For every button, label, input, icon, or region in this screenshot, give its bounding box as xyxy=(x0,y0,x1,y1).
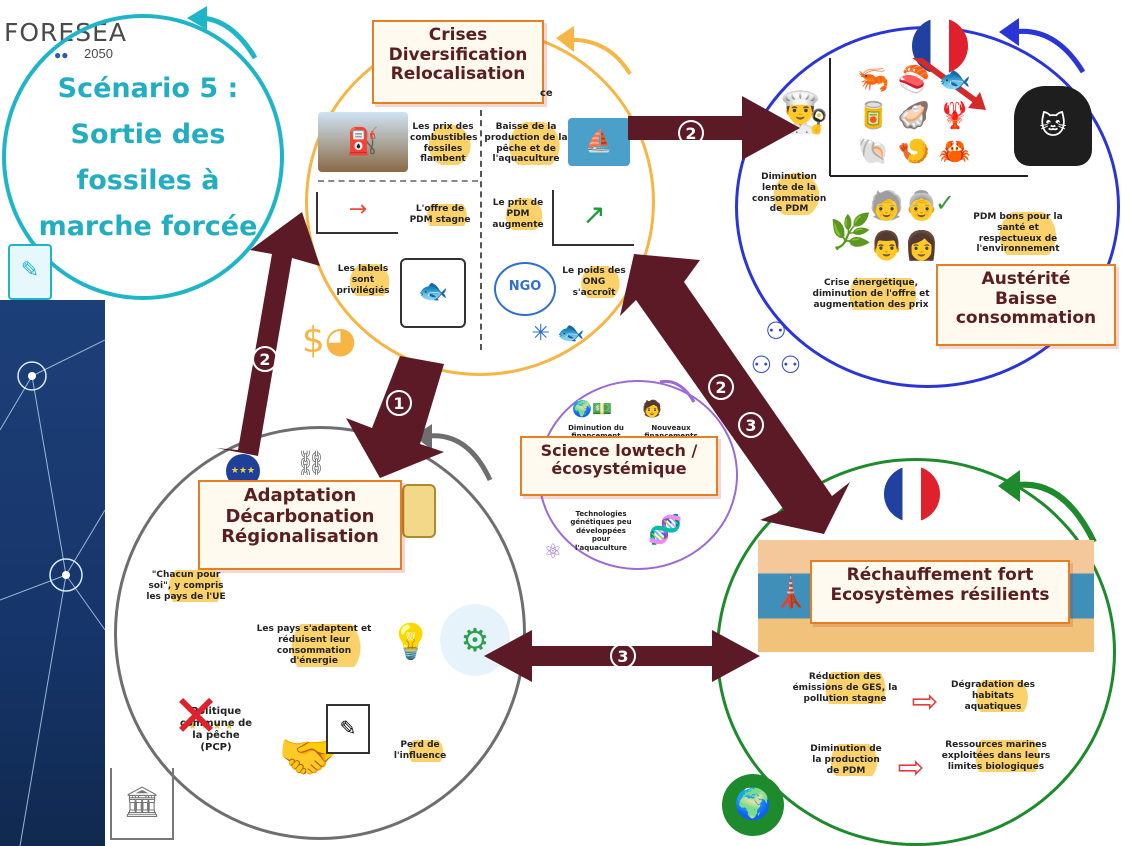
scenario-circle xyxy=(2,14,284,300)
austerite-label-box: Austérité Baisse consommation xyxy=(936,264,1116,346)
lighthouse-icon: 🗼 xyxy=(772,575,810,610)
network-panel xyxy=(0,300,105,846)
contract-pen-icon: ✎ xyxy=(326,704,370,754)
adaptation-note-chacun: "Chacun pour soi", y compris les pays de… xyxy=(140,570,232,603)
green-cycle-arrow-icon xyxy=(998,470,1097,544)
network-fish-icon: ✳ 🐟 xyxy=(531,321,585,346)
arrow-crises-to-adaptation xyxy=(346,356,444,478)
adaptation-label-line: Décarbonation xyxy=(225,505,375,527)
adaptation-label-line: Régionalisation xyxy=(221,526,379,548)
health-check-icon: ✓ xyxy=(934,189,956,217)
crises-label-line: Crises xyxy=(428,25,488,45)
scenario-title-line: Scénario 5 : xyxy=(57,73,239,104)
rechauffement-note-ressources: Ressources marines exploitées dans leurs… xyxy=(940,740,1052,773)
science-label-line: Science lowtech / xyxy=(540,441,698,460)
red-arrow-icon: ⇨ xyxy=(911,682,939,720)
oil-pump-icon: ⛽ xyxy=(318,112,408,172)
seafood-products-icon: 🦐 🍣 🐟🥫 🦪 🦞🐚 🍤 🦀 xyxy=(857,65,971,167)
chart-up-icon: → xyxy=(316,192,398,234)
arrow-crises-to-austerite xyxy=(628,96,800,160)
orange-cycle-arrow-icon xyxy=(556,26,632,76)
arrow-number-3: 3 xyxy=(610,643,636,669)
atom-icon: ⚛ xyxy=(544,539,562,563)
red-arrow-icon-2: ⇨ xyxy=(897,748,925,786)
label-tag-icon: 🐟 xyxy=(400,258,466,328)
energy-gear-icon: ⚙ xyxy=(440,604,510,676)
crises-label-line: Diversification xyxy=(388,44,528,65)
adaptation-note-perd: Perd de l'influence xyxy=(390,740,450,762)
crises-note-baisse-production: Baisse de la production de la pêche et d… xyxy=(484,122,568,166)
scenario-title-line: Sortie des xyxy=(70,119,226,150)
arrow-adaptation-to-crises xyxy=(216,212,320,456)
people-network-icon: ⚇⚇ ⚇ xyxy=(750,317,802,379)
rechauffement-note-degradation: Dégradation des habitats aquatiques xyxy=(948,680,1038,713)
scenario-title: Scénario 5 : Sortie des fossiles à march… xyxy=(28,66,268,250)
science-label-box: Science lowtech / écosystémique xyxy=(520,436,718,496)
fishing-boat-icon: ⛵ xyxy=(568,118,630,166)
gray-cycle-arrow-icon xyxy=(414,424,493,482)
institution-icon: 🏛 xyxy=(110,768,174,840)
adaptation-note-pcp: Politique commune de la pêche (PCP) xyxy=(179,706,253,753)
oil-barrel-icon xyxy=(402,484,436,538)
adaptation-label-line: Adaptation xyxy=(243,485,357,506)
crises-label-box: Crises Diversification Relocalisation xyxy=(372,20,544,104)
scenario-title-line: fossiles à xyxy=(76,165,220,196)
adaptation-label-box: Adaptation Décarbonation Régionalisation xyxy=(198,480,402,570)
crises-note-offre: L'offre de PDM stagne xyxy=(405,204,475,226)
seafood-chart-axes-icon xyxy=(829,58,1028,177)
adaptation-note-pays: Les pays s'adaptent et réduisent leur co… xyxy=(254,624,374,668)
austerite-label-line: Baisse xyxy=(994,288,1058,309)
cyan-cycle-arrow-icon xyxy=(187,6,258,60)
rechauffement-note-reduction: Réduction des émissions de GES, la pollu… xyxy=(792,672,898,705)
scenario-title-line: marche forcée xyxy=(38,211,258,242)
cross-icon: ✕ xyxy=(171,682,221,750)
arrow-number-2: 2 xyxy=(708,374,734,400)
science-note-technologies: Technologies génétiques peu développées … xyxy=(570,510,632,552)
hands-plants-icon: 🌿 xyxy=(829,212,873,252)
crises-divider xyxy=(480,110,482,350)
crises-partial-text: ce xyxy=(540,88,553,99)
austerite-label-line: Austérité xyxy=(981,269,1071,289)
austerite-note-crise-energetique: Crise énergétique, diminution de l'offre… xyxy=(812,278,930,311)
purple-cycle-arrow-icon xyxy=(659,379,696,403)
crises-note-prix-combustibles: Les prix des combustibles fossiles flamb… xyxy=(410,122,478,166)
document-icon: ✎ xyxy=(8,244,52,300)
arrow-number-2: 2 xyxy=(678,120,704,146)
energy-bulb-icon: 💡 xyxy=(389,622,433,662)
france-flag-icon-2 xyxy=(884,466,940,522)
crises-note-prix-pdm: Le prix de PDM augmente xyxy=(488,198,548,231)
adaptation-circle xyxy=(114,426,526,840)
rechauffement-label-box: Réchauffement fort Ecosystèmes résilient… xyxy=(810,560,1070,624)
austerite-note-diminution-lente: Diminution lente de la consommation de P… xyxy=(752,172,827,216)
austerite-label-line: consommation xyxy=(955,308,1097,329)
crises-divider-h xyxy=(318,180,478,182)
ngo-laurel-icon: NGO xyxy=(494,262,556,316)
rechauffement-label-line: Réchauffement fort xyxy=(846,565,1034,585)
people-group-icon: 🧓👵👨👩 xyxy=(869,189,939,262)
broken-chain-icon: ⛓ xyxy=(295,449,327,477)
arrow-number-3: 3 xyxy=(738,412,764,438)
price-chart-icon: ↗ xyxy=(552,190,634,246)
money-globe-icon: $◕ xyxy=(301,320,357,361)
arrow-crises-rechauffement xyxy=(620,254,850,534)
cat-icon: 🐱 xyxy=(1014,86,1092,166)
rechauffement-label-line: Ecosystèmes résilients xyxy=(830,584,1050,605)
crises-note-labels: Les labels sont privilégiés xyxy=(330,264,396,297)
money-globe-small-icon: 🌍💵 xyxy=(572,399,612,418)
eco-globe-icon: 🌍 xyxy=(722,774,784,836)
crises-label-line: Relocalisation xyxy=(390,64,526,85)
austerite-note-pdm-bons: PDM bons pour la santé et respectueux de… xyxy=(970,212,1066,256)
pcp-emblem-icon: ★ ★ ★ ★ xyxy=(156,680,266,774)
network-lines-icon xyxy=(0,339,105,846)
arrow-number-2: 2 xyxy=(252,346,278,372)
arrow-number-1: 1 xyxy=(386,390,412,416)
blue-cycle-arrow-icon xyxy=(999,18,1086,74)
person-flag-icon: 🧑 xyxy=(642,399,662,418)
rechauffement-note-diminution: Diminution de la production de PDM xyxy=(806,744,886,777)
dna-icon: 🧬 xyxy=(647,513,683,546)
science-label-line: écosystémique xyxy=(551,459,687,479)
crises-note-poids-ong: Le poids des ONG s'accroît xyxy=(562,266,626,299)
